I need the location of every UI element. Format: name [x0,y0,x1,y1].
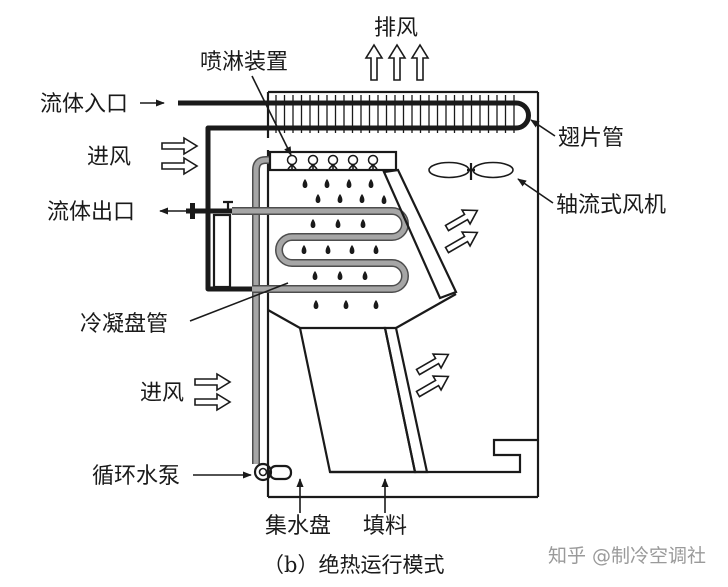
internal-air-arrow [415,353,450,376]
nozzle-head [347,154,359,166]
leader-finned-tube [530,119,556,137]
inlet-air-arrow [161,136,199,156]
water-droplet [381,195,387,204]
axial-fan [428,161,514,180]
spray-nozzle [327,154,339,170]
nozzle-head [307,154,319,166]
label-fill: 填料 [363,514,407,539]
watermark: 知乎 @制冷空调社 [548,545,706,567]
funnel-right-wall [395,293,457,329]
figure-caption: （b）绝热运行模式 [263,553,444,577]
spray-nozzle [347,154,359,170]
spray-nozzles [286,154,379,170]
water-droplet [359,194,365,203]
label-finned-tube: 翅片管 [558,126,624,151]
water-droplet [373,300,379,309]
label-inlet-air-top: 进风 [87,145,131,170]
water-droplet [312,271,318,280]
inlet-air-arrows-bottom [194,372,232,412]
label-condensing-coil: 冷凝盘管 [80,312,168,337]
fluid-outlet-fitting [186,200,234,289]
pump-body [268,464,293,481]
water-droplet [335,219,341,228]
water-droplet [337,194,343,203]
water-droplet [324,179,330,188]
fluid-pipe-finned-tube [178,100,531,292]
nozzle-spray-lines [368,163,378,170]
spray-pipe-core [253,157,271,464]
water-droplet [301,245,307,254]
spray-device-box [268,150,398,172]
leader-condensing-coil [189,282,289,322]
water-droplet [373,245,379,254]
lower-fill-edge-strip [383,326,429,474]
exhaust-air-arrows [364,43,430,81]
water-droplet [302,179,308,188]
label-exhaust-air: 排风 [374,16,418,41]
leader-lines [140,75,556,513]
collecting-tray-step [330,438,538,474]
spray-nozzle [286,154,298,170]
water-droplet [315,194,321,203]
water-droplet [313,300,319,309]
fan-blade-left [428,161,470,179]
fan-hub [467,163,475,180]
label-circulating-pump: 循环水泵 [92,464,180,489]
condensing-coil [232,207,409,293]
pump-impeller [258,467,268,477]
water-droplet [337,271,343,280]
internal-air-arrow [415,375,450,398]
nozzle-spray-lines [308,163,318,170]
internal-air-arrows-upper [444,209,479,254]
outlet-tee [223,200,233,211]
water-droplet [325,245,331,254]
exhaust-air-arrow [410,43,430,81]
fan-blade-right [472,161,514,179]
water-droplet [362,271,368,280]
outlet-riser [212,213,232,289]
leader-spray-device [251,75,292,156]
internal-air-arrows-lower [415,353,450,398]
lower-fill-packing [298,326,417,474]
water-droplet [310,219,316,228]
label-fluid-inlet: 流体入口 [40,92,128,117]
inlet-air-arrow [194,392,232,412]
nozzle-spray-lines [287,163,297,170]
water-droplet [368,179,374,188]
water-droplet [346,179,352,188]
outlet-valve-marker [190,203,195,219]
water-droplet [343,300,349,309]
inlet-air-arrow [194,372,232,392]
label-axial-fan: 轴流式风机 [556,193,666,218]
spray-nozzle [307,154,319,170]
nozzle-spray-lines [328,163,338,170]
spray-water-pipe [252,156,271,464]
inlet-air-arrow [161,156,199,176]
leader-axial-fan [517,178,554,204]
spray-nozzle [367,154,379,170]
label-inlet-air-bottom: 进风 [140,381,184,406]
water-droplets [301,179,387,309]
circulating-water-pump [253,462,293,482]
coil-core [232,208,408,292]
label-fluid-outlet: 流体出口 [47,200,135,225]
labels: 排风 喷淋装置 流体入口 翅片管 进风 轴流式风机 流体出口 冷凝盘管 进风 循… [40,16,666,539]
inlet-air-arrows-top [161,136,199,176]
nozzle-head [286,154,298,166]
funnel-left-wall [267,309,301,329]
nozzle-head [367,154,379,166]
pump-casing [253,462,273,482]
label-spray-device: 喷淋装置 [200,50,288,75]
exhaust-air-arrow [364,43,384,81]
water-droplet [349,245,355,254]
label-collecting-tray: 集水盘 [265,514,331,539]
nozzle-spray-lines [348,163,358,170]
exhaust-air-arrow [387,43,407,81]
internal-air-arrow [444,231,479,254]
upper-fill-strip [382,168,458,300]
nozzle-head [327,154,339,166]
internal-air-arrow [444,209,479,232]
water-droplet [360,219,366,228]
